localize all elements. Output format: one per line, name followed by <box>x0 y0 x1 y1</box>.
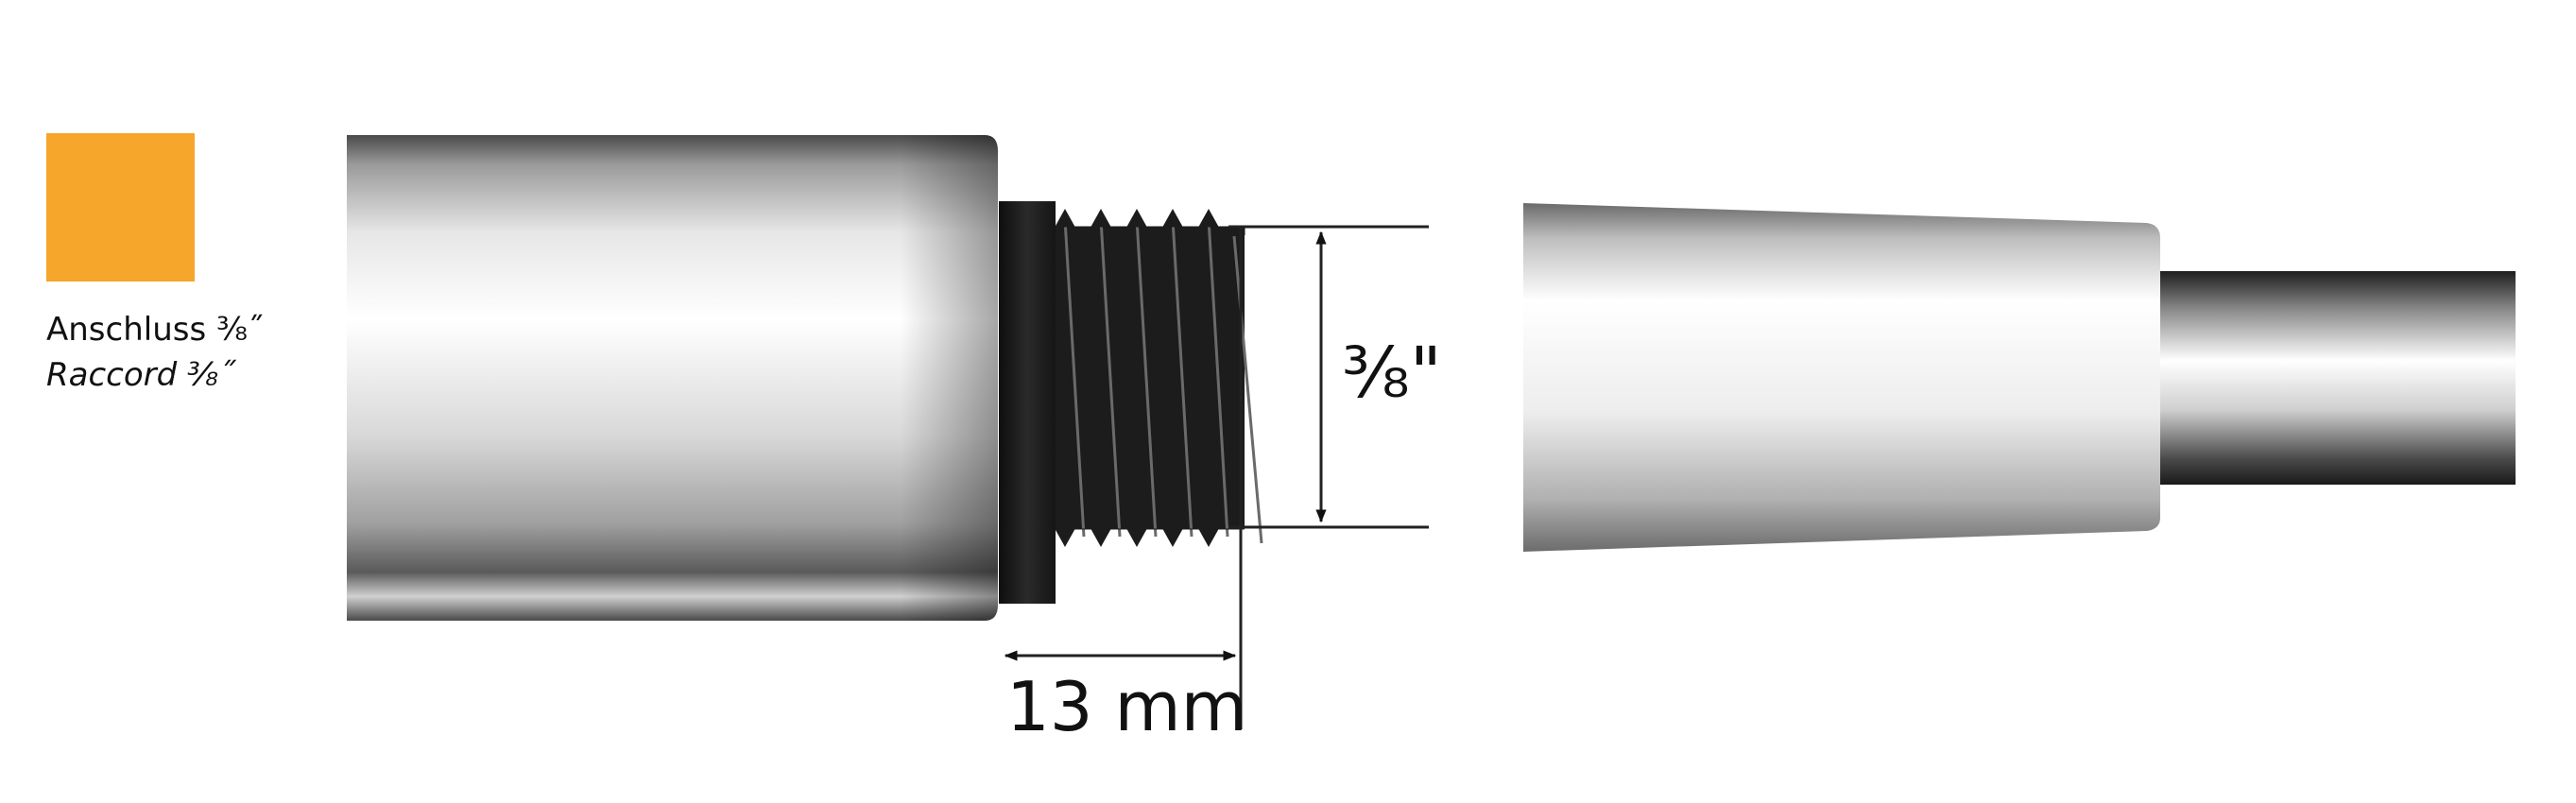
length-label: 13 mm <box>1006 667 1247 746</box>
length-dimension <box>1004 227 1243 729</box>
collar-ring <box>999 201 1056 604</box>
diameter-dimension <box>1228 225 1429 529</box>
legend-label-fr: Raccord ⅜˝ <box>46 356 237 394</box>
diameter-label: ⅜" <box>1342 333 1442 414</box>
legend-label-de: Anschluss ⅜˝ <box>46 311 264 349</box>
thread-section <box>1055 208 1263 548</box>
tapered-sleeve <box>1523 203 2160 552</box>
legend-swatch <box>46 133 195 282</box>
tube <box>2160 271 2516 485</box>
connector-body <box>347 135 998 621</box>
